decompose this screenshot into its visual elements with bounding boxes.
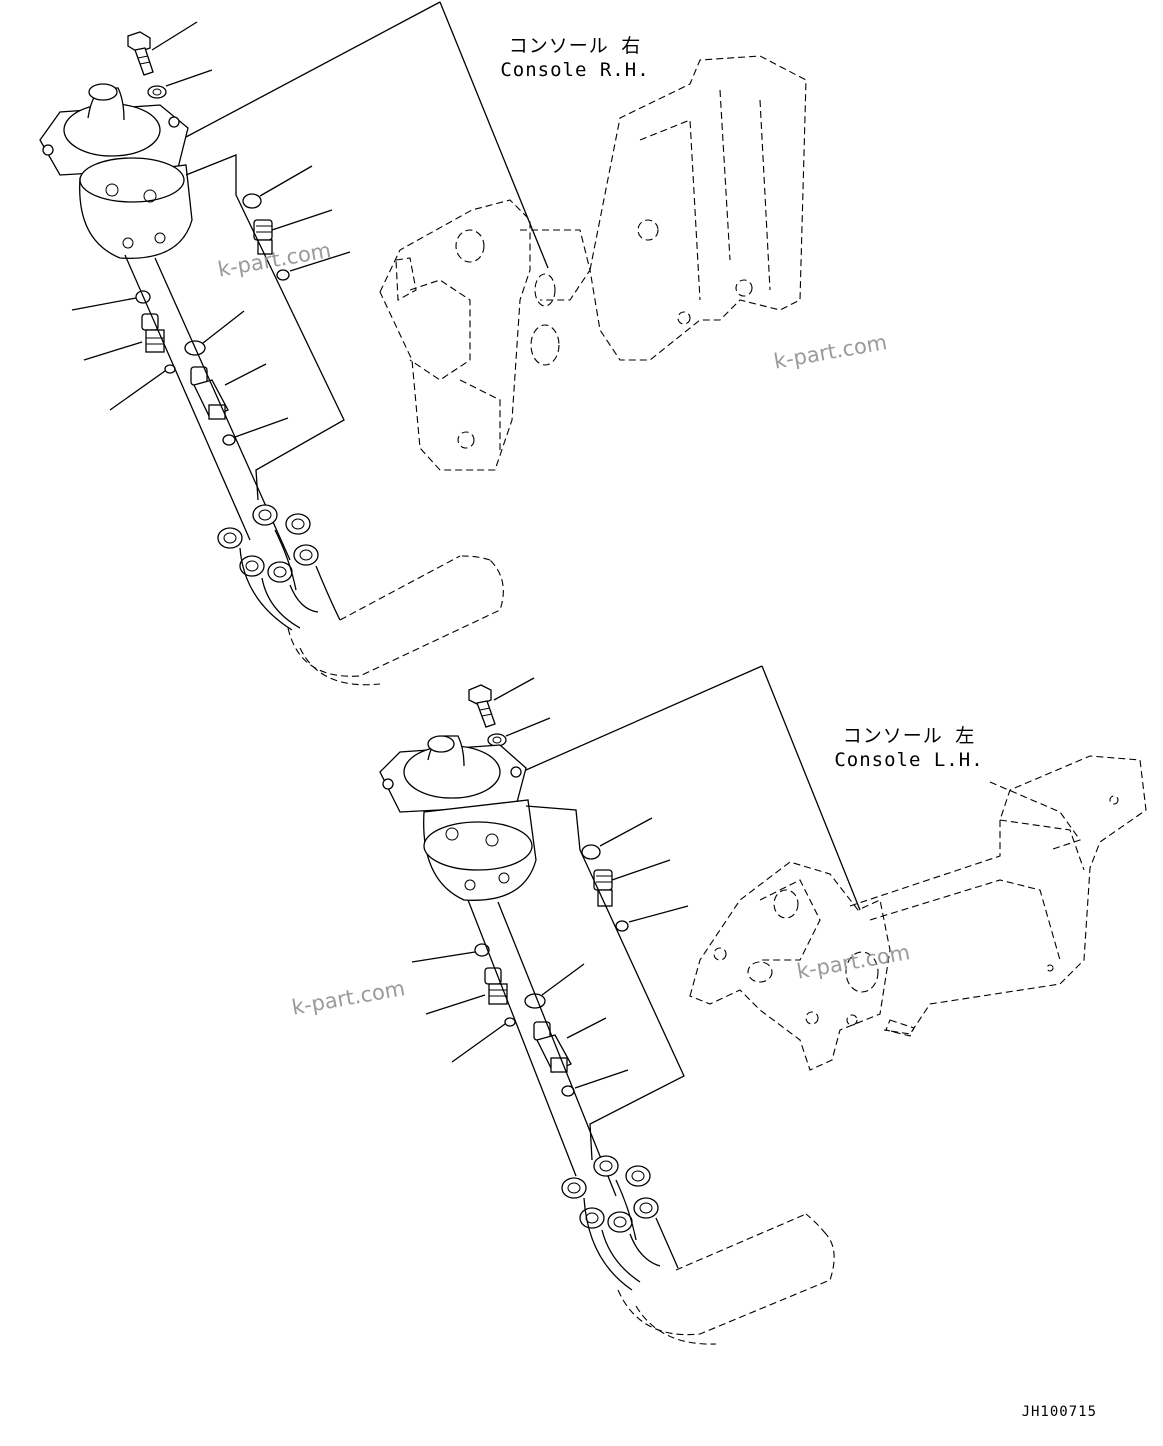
leader-lines (411, 665, 861, 1197)
console-lh-label-en: Console L.H. (834, 749, 984, 771)
hose-bundle (617, 1213, 835, 1345)
o-ring (474, 943, 490, 957)
console-rh-frame (379, 55, 807, 471)
o-ring (242, 193, 262, 209)
straight-fitting (484, 967, 508, 1005)
washer-part (147, 85, 167, 99)
o-ring (615, 920, 629, 932)
pilot-valve-body (39, 83, 193, 259)
leader-lines (71, 1, 549, 561)
check-valve-fitting (190, 366, 229, 420)
o-ring (276, 269, 290, 281)
drawing-code: JH100715 (1021, 1404, 1097, 1420)
console-lh-frame (689, 755, 1147, 1071)
upper-assembly (39, 1, 807, 686)
console-lh-label: コンソール 左 Console L.H. (832, 724, 986, 772)
washer-part (487, 733, 507, 747)
o-ring (504, 1017, 516, 1027)
elbow-fitting (593, 869, 613, 907)
o-ring (222, 434, 236, 446)
pilot-valve-body (379, 735, 537, 901)
bolt-part (127, 31, 154, 76)
hose-connectors (561, 1155, 679, 1291)
console-rh-label: コンソール 右 Console R.H. (500, 34, 650, 82)
bolt-part (468, 684, 496, 728)
check-valve-fitting (533, 1021, 572, 1073)
hose-connectors (217, 504, 341, 631)
console-rh-label-en: Console R.H. (500, 59, 650, 81)
console-lh-label-jp: コンソール 左 (842, 725, 976, 747)
o-ring (581, 844, 601, 860)
o-ring (524, 993, 546, 1009)
console-rh-label-jp: コンソール 右 (508, 35, 642, 57)
straight-fitting (141, 313, 165, 353)
lower-assembly (379, 665, 1147, 1345)
hose-bundle (287, 555, 504, 686)
